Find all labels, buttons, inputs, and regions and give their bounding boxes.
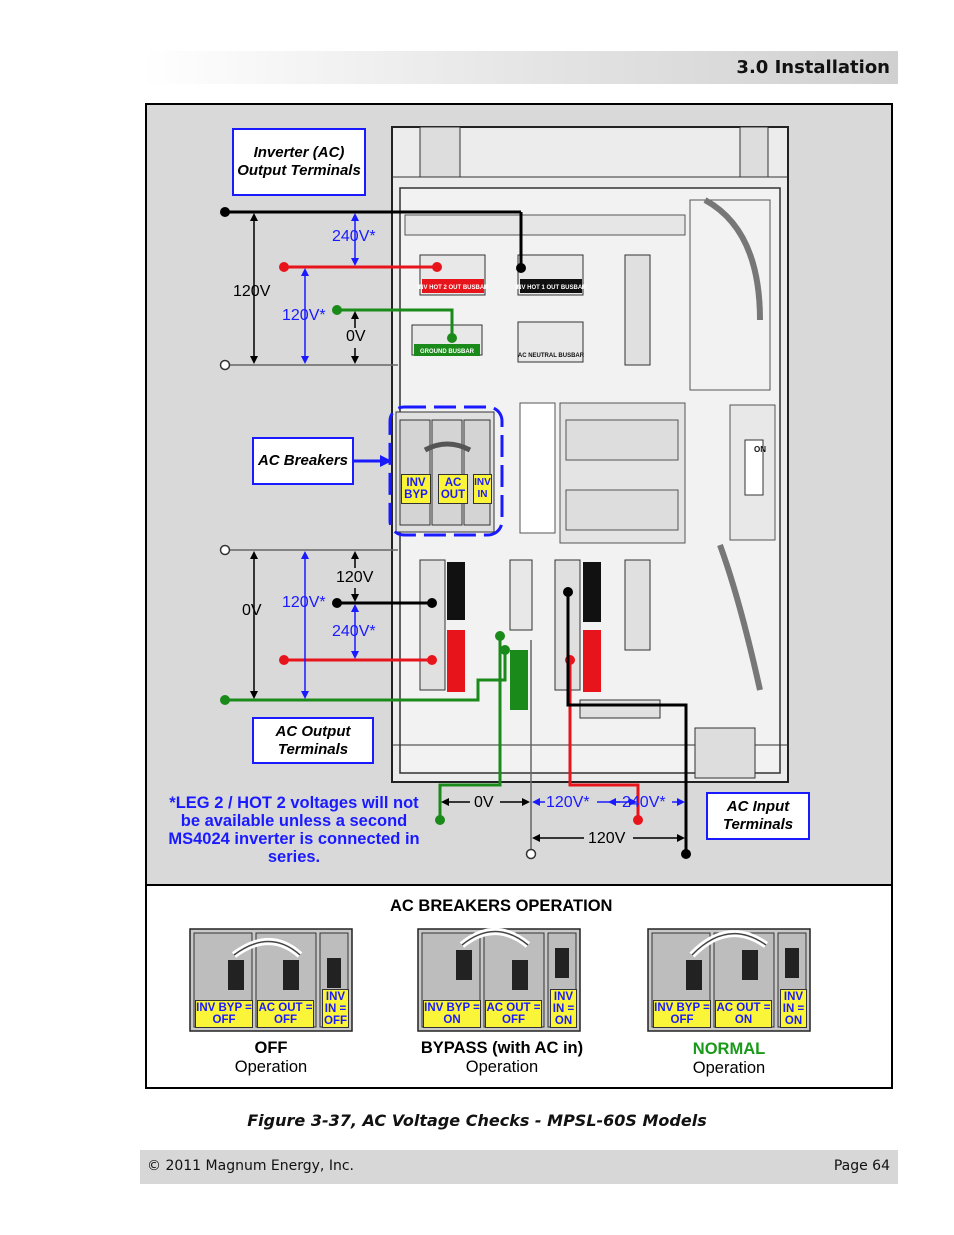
- figure-caption: Figure 3-37, AC Voltage Checks - MPSL-60…: [247, 1111, 707, 1130]
- footer-page-number: Page 64: [833, 1158, 890, 1174]
- ac-neutral-label: AC NEUTRAL BUSBAR: [518, 353, 585, 359]
- ground-busbar-top: [414, 344, 480, 356]
- probe-red-mid: [279, 655, 289, 665]
- voltage-mid-240: 240V*: [332, 623, 376, 640]
- voltage-top-0: 0V: [346, 328, 366, 345]
- section-title: 3.0 Installation: [736, 57, 890, 78]
- mode-off-sub: Operation: [234, 1058, 308, 1076]
- probe-red-top: [279, 262, 289, 272]
- probe-black-top: [220, 207, 230, 217]
- voltage-top-120: 120V: [233, 283, 271, 300]
- cable-right: [703, 197, 763, 321]
- top-probes: [219, 207, 526, 371]
- voltage-mid-0: 0V: [242, 602, 262, 619]
- ac-breakers-assembly: ON: [395, 411, 766, 533]
- probe-white-mid: [219, 544, 231, 556]
- top-bracket-left: [419, 126, 461, 178]
- ground-label-top: GROUND BUSBAR: [420, 349, 475, 355]
- header-bar: 3.0 Installation: [142, 51, 898, 84]
- mode-off-name: OFF: [254, 1039, 288, 1057]
- mode-bypass-sub: Operation: [465, 1058, 539, 1076]
- voltage-top-240: 240V*: [332, 228, 376, 245]
- bottom-probes: [435, 587, 691, 860]
- voltage-bot-240: 240V*: [622, 794, 666, 811]
- probe-white-top: [219, 359, 231, 371]
- probe-black-mid: [332, 598, 342, 608]
- mode-normal-sub: Operation: [692, 1059, 766, 1077]
- inv-hot2-label: INV HOT 2 OUT BUSBAR: [417, 285, 489, 291]
- mode-bypass-name: BYPASS (with AC in): [420, 1039, 584, 1057]
- bypass-out-chip: AC OUT = OFF: [485, 1000, 542, 1028]
- probe-wire-green-bot: [438, 636, 502, 820]
- ac-output-callout: AC Output Terminals: [252, 717, 374, 764]
- inv-in-tag: INV IN: [473, 474, 492, 504]
- voltage-mid-120-star: 120V*: [282, 594, 326, 611]
- off-out-chip: AC OUT = OFF: [257, 1000, 314, 1028]
- ac-out-tag: AC OUT: [438, 474, 468, 504]
- probe-black-bot: [681, 849, 691, 859]
- inv-hot1-label: INV HOT 1 OUT BUSBAR: [515, 285, 587, 291]
- ac-input-callout: AC Input Terminals: [706, 792, 810, 840]
- probe-red-bot: [633, 815, 643, 825]
- mode-normal-caption: NORMAL Operation: [648, 1040, 810, 1078]
- normal-inv-chip: INV IN = ON: [780, 989, 807, 1028]
- inverter-output-callout: Inverter (AC) Output Terminals: [232, 128, 366, 196]
- probe-wire-black-bot: [566, 592, 688, 854]
- probe-green-bot: [435, 815, 445, 825]
- off-byp-chip: INV BYP = OFF: [195, 1000, 253, 1028]
- voltage-top-120-star: 120V*: [282, 307, 326, 324]
- middle-arrows: [250, 551, 359, 699]
- probe-green-mid: [220, 695, 230, 705]
- top-busbars: INV HOT 2 OUT BUSBAR INV HOT 1 OUT BUSBA…: [411, 254, 651, 366]
- voltage-bot-0: 0V: [474, 794, 494, 811]
- top-arrows: [250, 213, 359, 364]
- probe-wire-green-top: [337, 308, 454, 338]
- bottom-arrows: [441, 798, 685, 842]
- breaker-highlight-outline: [388, 405, 504, 537]
- mode-off-caption: OFF Operation: [190, 1039, 352, 1077]
- inv-byp-tag: INV BYP: [401, 474, 431, 504]
- operation-title: AC BREAKERS OPERATION: [390, 897, 613, 915]
- off-inv-chip: INV IN = OFF: [322, 989, 349, 1028]
- footer-bar: © 2011 Magnum Energy, Inc. Page 64: [140, 1150, 898, 1184]
- normal-out-chip: AC OUT = ON: [715, 1000, 772, 1028]
- bypass-byp-chip: INV BYP = ON: [423, 1000, 481, 1028]
- frame-divider: [145, 884, 893, 886]
- ac-breakers-callout: AC Breakers: [252, 437, 354, 485]
- voltage-bot-120: 120V: [588, 830, 626, 847]
- inv-hot2-busbar: [422, 279, 484, 293]
- probe-green-top: [332, 305, 342, 315]
- inv-hot1-busbar: [520, 279, 582, 293]
- probe-wire-red-bot: [568, 660, 640, 820]
- probe-white-bot: [525, 848, 537, 860]
- top-bracket-right: [739, 126, 769, 178]
- mode-normal-name: NORMAL: [692, 1040, 766, 1058]
- ac-neutral-busbar: [517, 321, 584, 363]
- on-label: ON: [754, 445, 766, 454]
- probe-wire-green-mid: [225, 650, 507, 702]
- mode-bypass-caption: BYPASS (with AC in) Operation: [395, 1039, 609, 1077]
- bypass-inv-chip: INV IN = ON: [550, 989, 577, 1028]
- breaker-plate-right: [519, 402, 556, 534]
- voltage-bot-120-star: 120V*: [546, 794, 590, 811]
- conduit-box: [694, 727, 756, 779]
- footer-copyright: © 2011 Magnum Energy, Inc.: [147, 1158, 354, 1174]
- normal-byp-chip: INV BYP = OFF: [653, 1000, 711, 1028]
- leg2-note: *LEG 2 / HOT 2 voltages will not be avai…: [168, 794, 420, 866]
- voltage-mid-120: 120V: [336, 569, 374, 586]
